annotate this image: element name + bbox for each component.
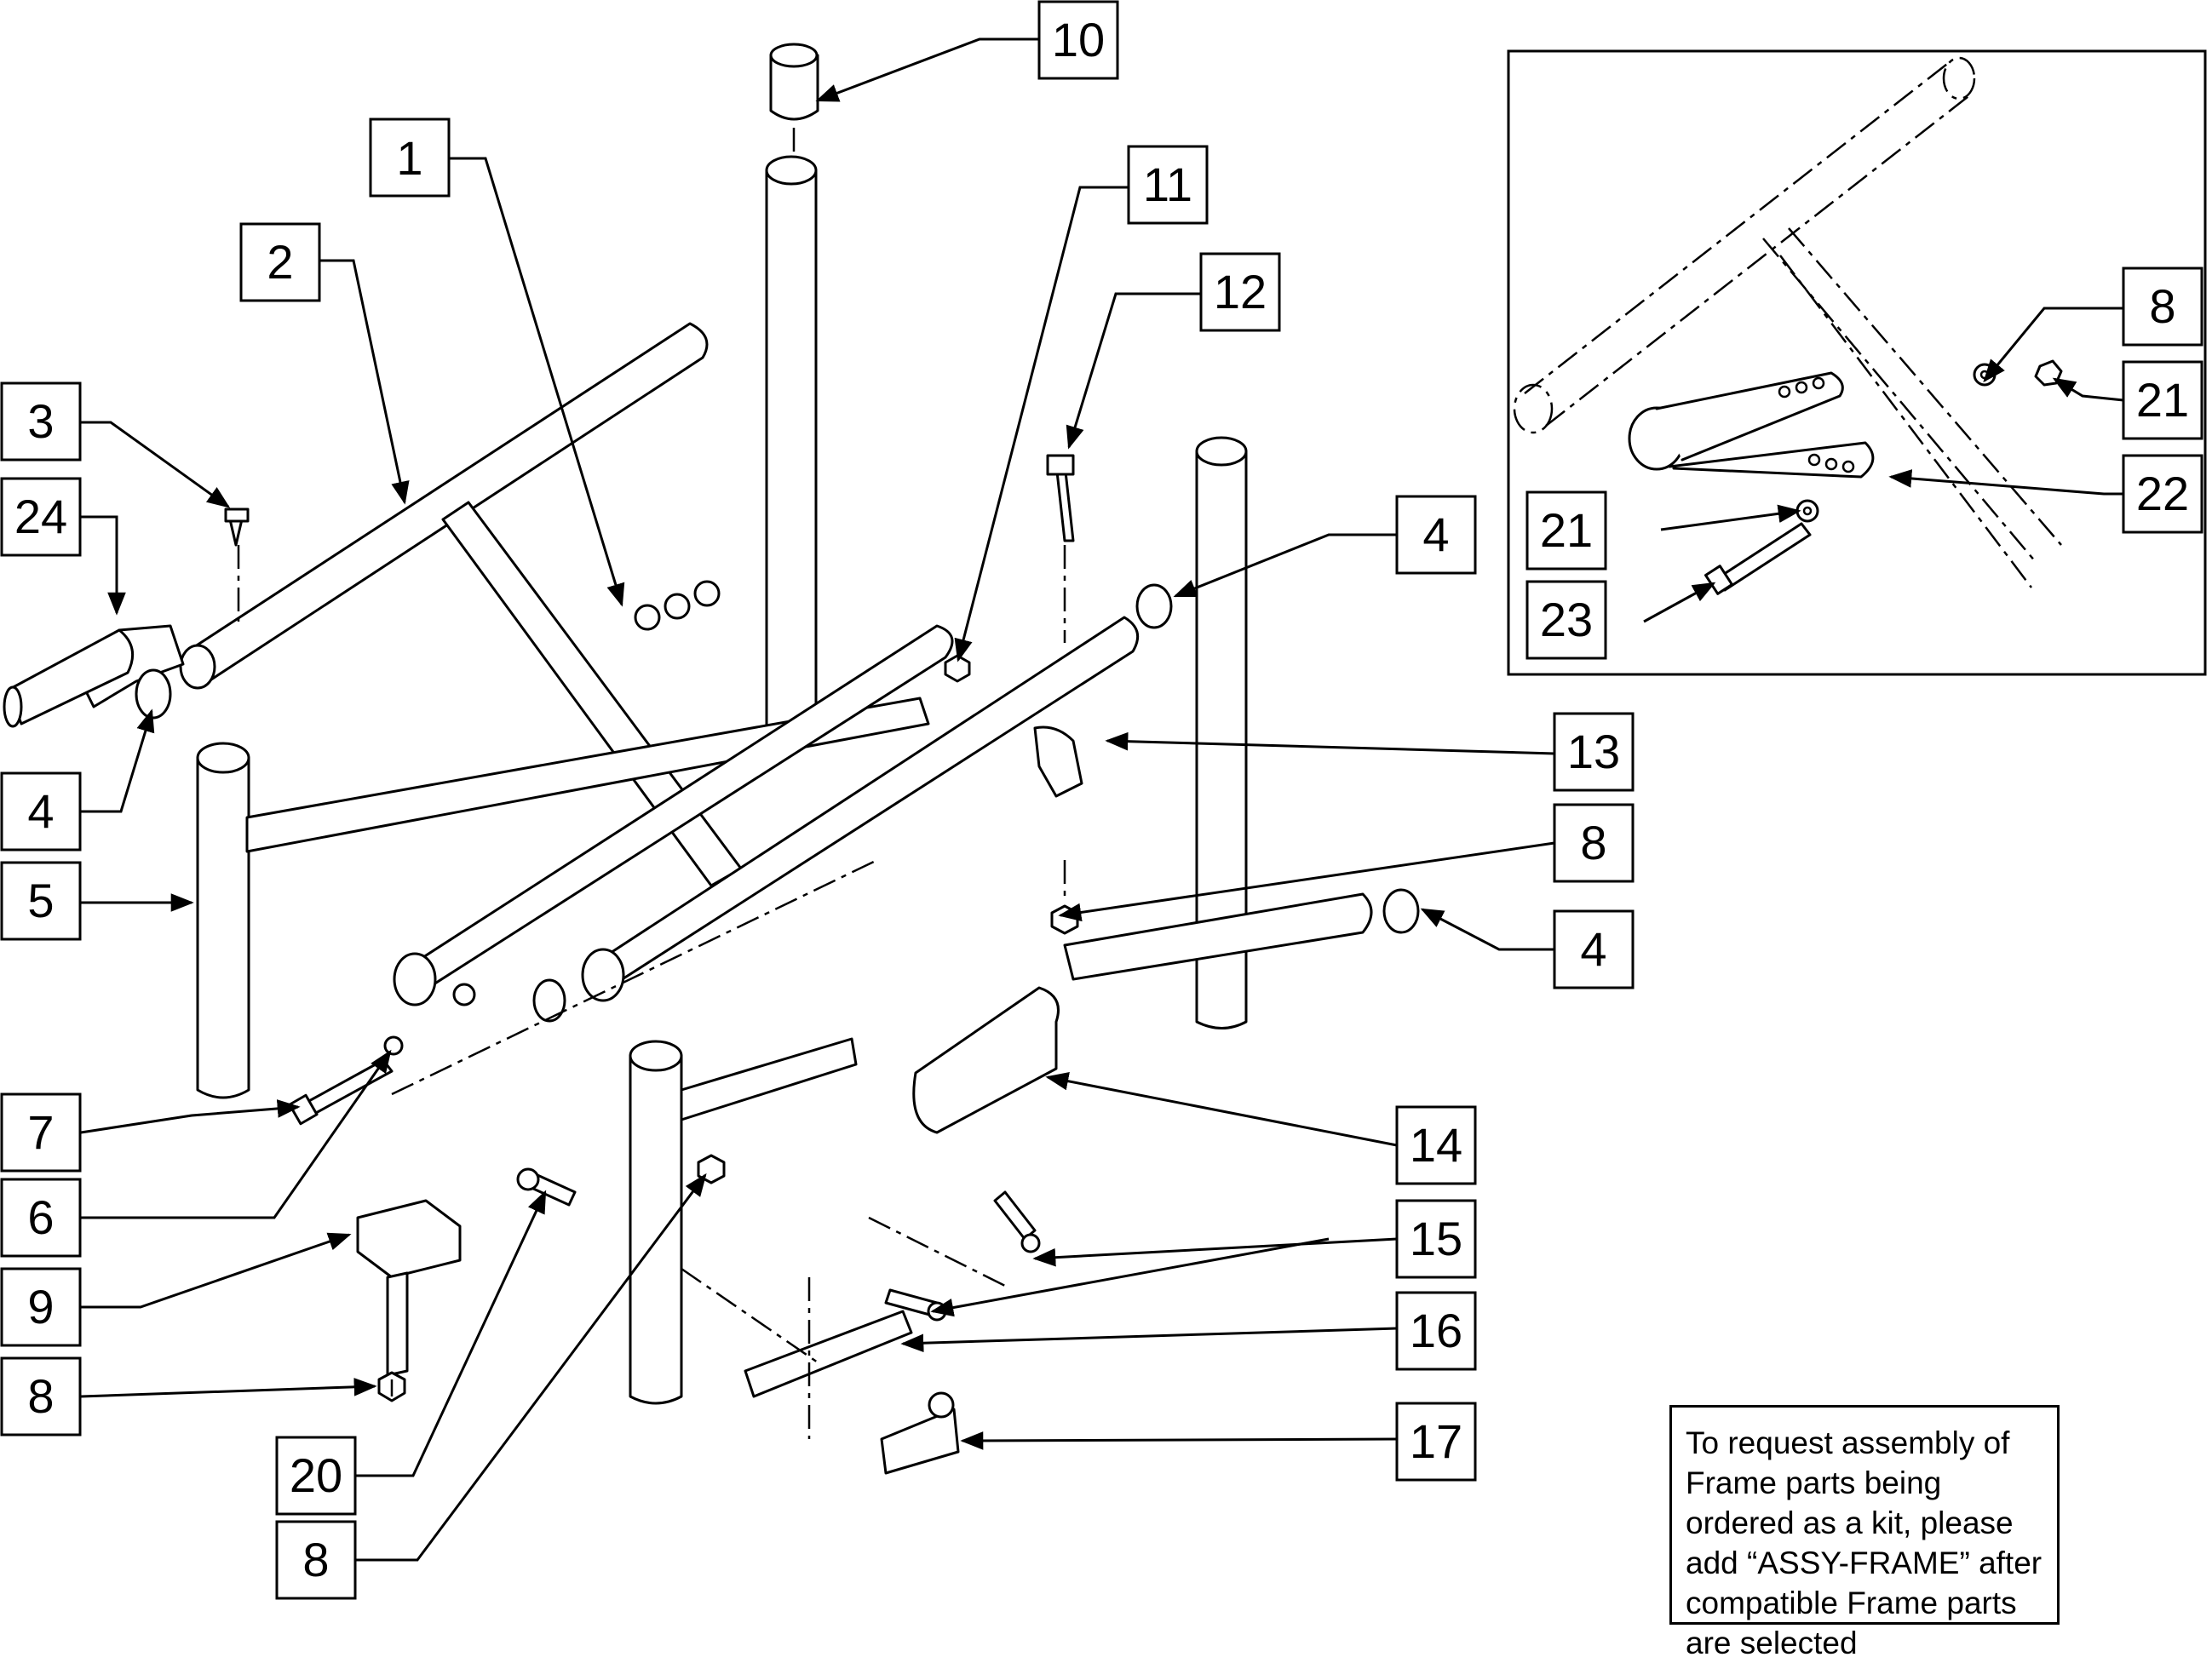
svg-text:14: 14 — [1410, 1118, 1462, 1172]
svg-text:12: 12 — [1214, 265, 1267, 318]
svg-text:6: 6 — [27, 1190, 54, 1244]
assembly-note: To request assembly of Frame parts being… — [1669, 1405, 2060, 1660]
inset-clamp-part — [1628, 371, 1875, 479]
svg-text:1: 1 — [396, 131, 422, 185]
callout-8-inset: 8 — [2122, 267, 2203, 347]
svg-text:21: 21 — [2136, 373, 2189, 427]
callout-4-top: 4 — [1395, 495, 1477, 575]
svg-text:16: 16 — [1410, 1304, 1462, 1357]
callout-8-bottom: 8 — [275, 1520, 357, 1600]
svg-text:15: 15 — [1410, 1212, 1462, 1265]
callout-10: 10 — [1037, 0, 1119, 80]
callout-label: 10 — [1052, 13, 1105, 66]
svg-text:11: 11 — [1143, 158, 1192, 211]
callout-11: 11 — [1127, 145, 1209, 225]
callout-9: 9 — [0, 1267, 82, 1347]
svg-text:4: 4 — [1422, 508, 1449, 561]
callout-3: 3 — [0, 381, 82, 462]
callout-7: 7 — [0, 1092, 82, 1173]
svg-text:2: 2 — [267, 235, 293, 289]
callout-2: 2 — [239, 222, 321, 302]
svg-text:13: 13 — [1567, 725, 1620, 778]
svg-text:8: 8 — [1580, 816, 1606, 869]
callout-15: 15 — [1395, 1199, 1477, 1279]
svg-text:22: 22 — [2136, 467, 2189, 520]
callout-5: 5 — [0, 861, 82, 941]
callout-20: 20 — [275, 1436, 357, 1516]
callout-12: 12 — [1199, 252, 1281, 332]
callout-13: 13 — [1553, 712, 1635, 792]
callout-22-inset: 22 — [2122, 454, 2203, 534]
callout-8-left: 8 — [0, 1356, 82, 1436]
callout-14: 14 — [1395, 1105, 1477, 1185]
svg-text:20: 20 — [290, 1448, 342, 1502]
svg-text:8: 8 — [2149, 279, 2175, 333]
callout-8-right: 8 — [1553, 803, 1635, 883]
main-frame-assembly — [3, 43, 1420, 1475]
svg-text:21: 21 — [1540, 503, 1593, 557]
detail-inset-frame — [1507, 49, 2207, 676]
svg-text:8: 8 — [27, 1369, 54, 1423]
svg-text:3: 3 — [27, 394, 54, 448]
callout-24: 24 — [0, 477, 82, 557]
svg-text:9: 9 — [27, 1280, 54, 1333]
callout-21-inset-right: 21 — [2122, 360, 2203, 440]
exploded-frame-diagram: 10 1 11 2 12 3 24 4 13 4 8 5 4 7 14 6 15… — [0, 0, 2207, 1600]
svg-text:5: 5 — [27, 874, 54, 927]
callout-23-inset: 23 — [1525, 580, 1607, 660]
svg-text:23: 23 — [1540, 593, 1593, 646]
svg-text:4: 4 — [1580, 922, 1606, 976]
callout-21-inset-left: 21 — [1525, 490, 1607, 571]
callout-4-right: 4 — [1553, 909, 1635, 989]
svg-text:8: 8 — [302, 1533, 329, 1586]
inset-tube-dashed — [1513, 56, 2062, 588]
svg-text:4: 4 — [27, 784, 54, 838]
callout-17: 17 — [1395, 1402, 1477, 1482]
callout-16: 16 — [1395, 1291, 1477, 1371]
svg-text:24: 24 — [14, 490, 67, 543]
callout-1: 1 — [369, 118, 451, 198]
callout-4-left: 4 — [0, 771, 82, 852]
callout-6: 6 — [0, 1178, 82, 1258]
leader-lines — [80, 37, 2124, 1562]
svg-text:17: 17 — [1410, 1414, 1462, 1468]
svg-text:7: 7 — [27, 1105, 54, 1159]
